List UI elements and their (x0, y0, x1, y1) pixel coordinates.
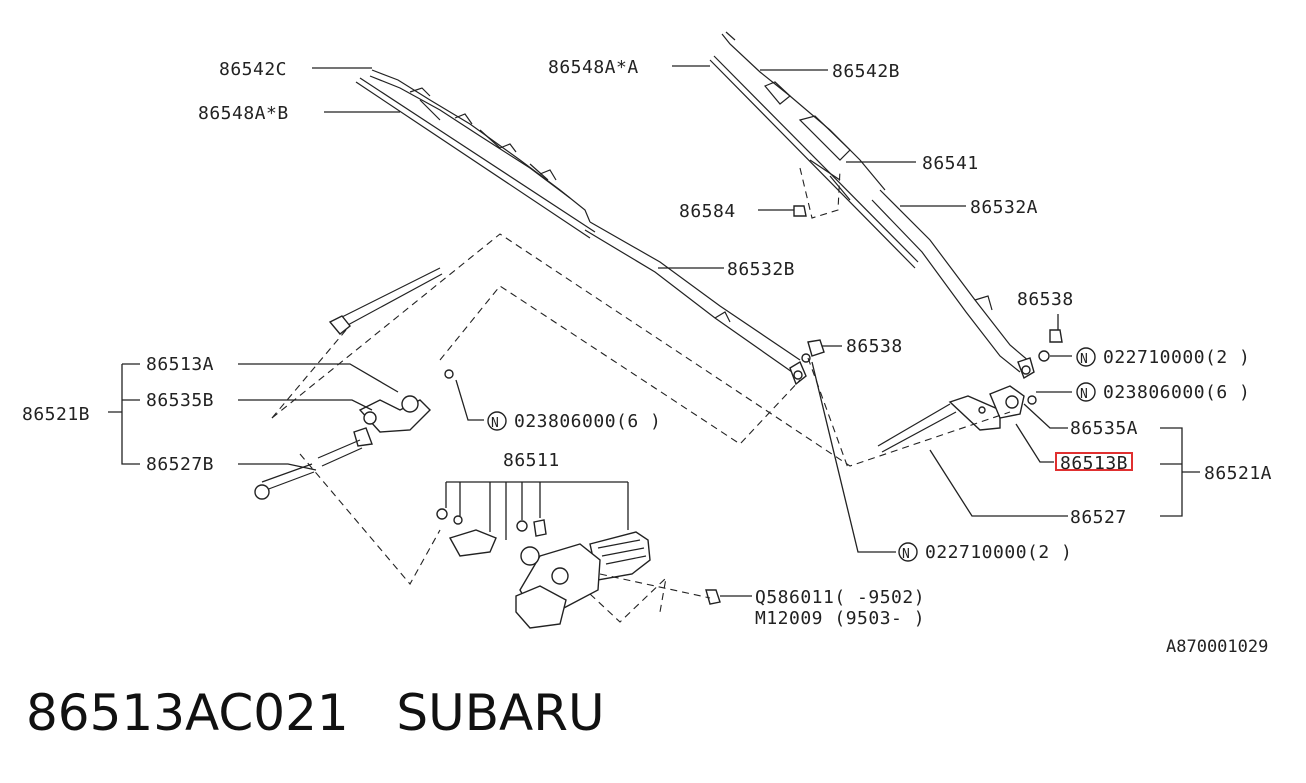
label-86548AA[interactable]: 86548A*A (548, 57, 639, 78)
nut-right (1027, 395, 1037, 405)
label-022710000-bottom[interactable]: 022710000(2 ) (925, 542, 1072, 563)
label-86521A[interactable]: 86521A (1204, 463, 1272, 484)
right-wiper-blade[interactable] (709, 31, 919, 269)
nut-86538-left[interactable] (807, 339, 825, 357)
label-86542B[interactable]: 86542B (832, 61, 900, 82)
part-number: 86513AC021 (26, 684, 349, 742)
label-86521B[interactable]: 86521B (22, 404, 90, 425)
label-86513A[interactable]: 86513A (146, 354, 214, 375)
n-marker-icon (1076, 347, 1096, 367)
label-M12009[interactable]: M12009 (9503- ) (755, 608, 925, 629)
label-86535B[interactable]: 86535B (146, 390, 214, 411)
n-marker-icon (1076, 382, 1096, 402)
callout-labels: 86542C 86548A*B 86548A*A 86542B 86541 86… (22, 57, 1272, 657)
highlight-box (1055, 452, 1133, 471)
n-marker-text: N (902, 547, 910, 562)
label-86511[interactable]: 86511 (503, 450, 560, 471)
label-Q586011[interactable]: Q586011( -9502) (755, 587, 925, 608)
label-86541[interactable]: 86541 (922, 153, 979, 174)
label-86538-right[interactable]: 86538 (1017, 289, 1074, 310)
label-86548AB[interactable]: 86548A*B (198, 103, 289, 124)
n-marker-text: N (1080, 387, 1088, 402)
label-022710000-right[interactable]: 022710000(2 ) (1103, 347, 1250, 368)
brand-name: SUBARU (396, 684, 605, 742)
label-86527[interactable]: 86527 (1070, 507, 1127, 528)
leader-lines (108, 65, 1200, 597)
n-marker-text: N (1080, 352, 1088, 367)
label-86513B[interactable]: 86513B (1060, 453, 1128, 474)
n-marker-icon (898, 542, 918, 562)
label-023806000-right[interactable]: 023806000(6 ) (1103, 382, 1250, 403)
label-86584[interactable]: 86584 (679, 201, 736, 222)
label-86535A[interactable]: 86535A (1070, 418, 1138, 439)
right-wiper-arm[interactable] (871, 189, 1035, 380)
clip-86584[interactable] (793, 205, 807, 217)
label-86527B[interactable]: 86527B (146, 454, 214, 475)
label-86532A[interactable]: 86532A (970, 197, 1038, 218)
n-marker-icon (487, 411, 507, 431)
nut-86538-right[interactable] (1049, 329, 1063, 343)
figure-reference: A870001029 (1166, 637, 1268, 657)
left-wiper-blade[interactable] (355, 69, 596, 239)
n-marker-text: N (491, 416, 499, 431)
label-86538-left[interactable]: 86538 (846, 336, 903, 357)
left-wiper-arm[interactable] (584, 221, 807, 386)
dashed-guides (271, 167, 1011, 623)
washer-right (1038, 350, 1050, 362)
part-caption: 86513AC021 SUBARU (26, 684, 605, 742)
right-pivot-assembly[interactable] (877, 385, 1025, 453)
wiper-motor[interactable] (436, 508, 721, 629)
label-86542C[interactable]: 86542C (219, 59, 287, 80)
label-86532B[interactable]: 86532B (727, 259, 795, 280)
washer-left (801, 353, 811, 363)
label-023806000-left[interactable]: 023806000(6 ) (514, 411, 661, 432)
